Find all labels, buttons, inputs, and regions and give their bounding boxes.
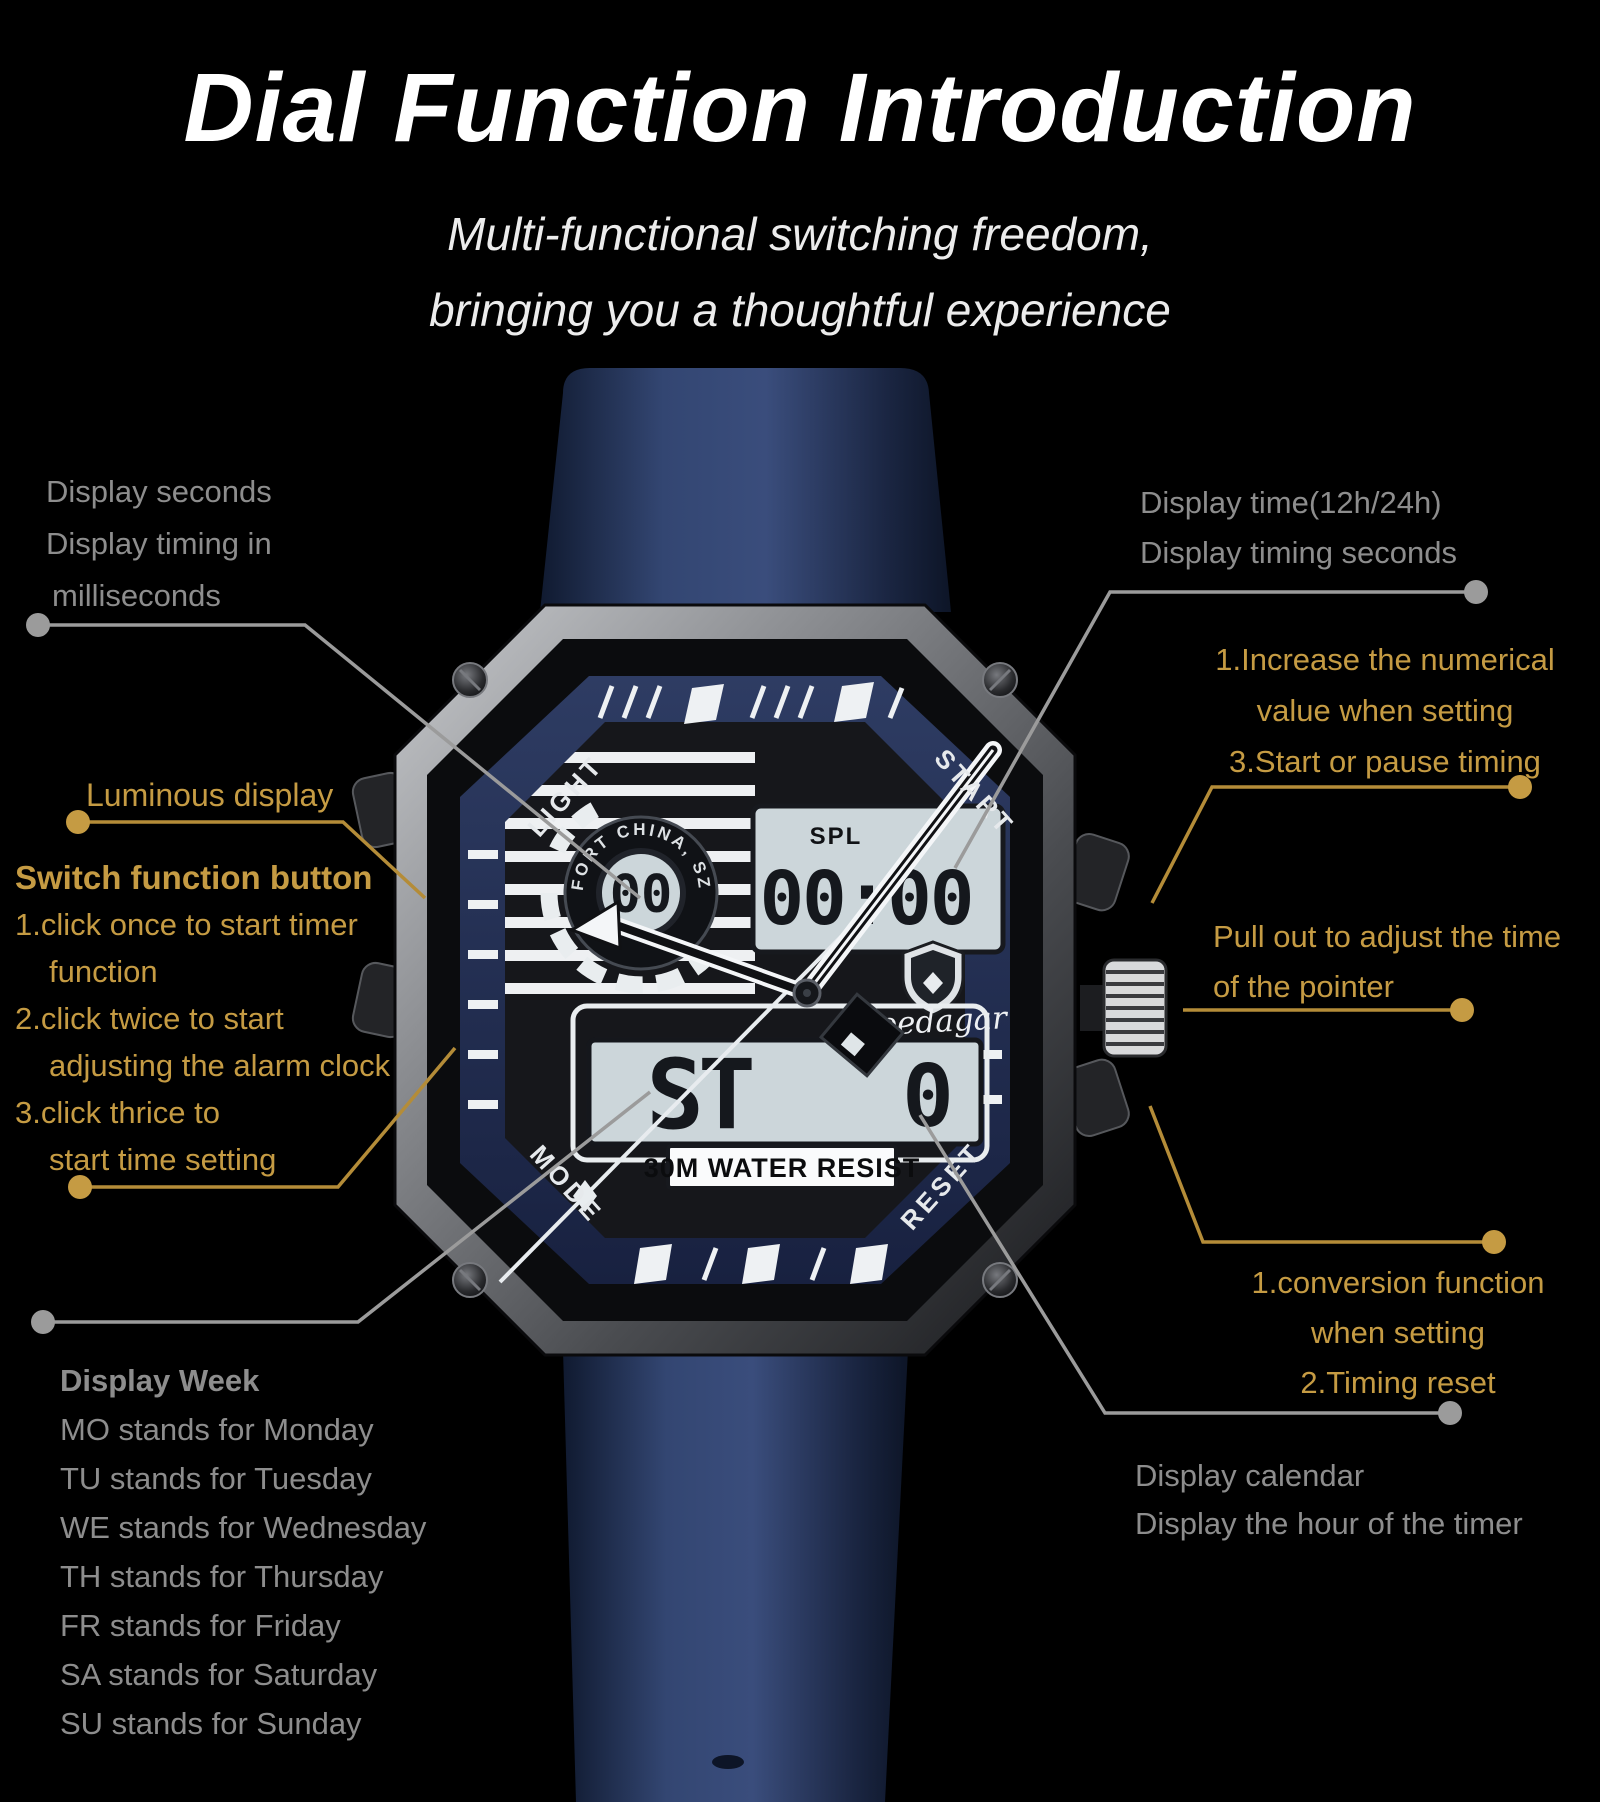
annotation-line: Display seconds: [46, 474, 272, 509]
hour-hand: [798, 741, 1002, 1002]
annotation-line: SU stands for Sunday: [60, 1706, 362, 1741]
annotation-line: 1.Increase the numerical: [1215, 642, 1555, 677]
lower-lcd: ST 0 30M WATER RESIST: [570, 1003, 990, 1190]
annotation-increase-value: 1.Increase the numerical value when sett…: [1185, 634, 1585, 787]
callout-line-luminous: [78, 820, 427, 900]
annotation-pull-out-crown: Pull out to adjust the time of the point…: [1213, 912, 1561, 1012]
annotation-line: when setting: [1310, 1315, 1486, 1350]
second-hand: [498, 878, 899, 1284]
annotation-line: TU stands for Tuesday: [60, 1461, 372, 1496]
callout-line-increase-value: [1150, 785, 1520, 904]
subtitle-line-1: Multi-functional switching freedom,: [447, 208, 1153, 260]
subtitle: Multi-functional switching freedom, brin…: [0, 196, 1600, 348]
watch-hands: [498, 741, 1002, 1284]
annotation-line: 1.click once to start timer: [15, 907, 358, 942]
annotation-line: value when setting: [1256, 693, 1514, 728]
annotation-line: 2.click twice to start: [15, 1001, 284, 1036]
minute-hand: [568, 899, 815, 1001]
strap-hole: [712, 1755, 744, 1769]
annotation-line: 3.click thrice to: [15, 1095, 221, 1130]
annotation-luminous-display: Luminous display: [86, 770, 333, 820]
callout-line-display-seconds: [38, 623, 642, 900]
crown: [1080, 958, 1168, 1058]
annotation-line: Display timing in: [46, 526, 272, 561]
subtitle-line-2: bringing you a thoughtful experience: [429, 284, 1171, 336]
watch-buttons: [351, 771, 1168, 1137]
annotation-line: TH stands for Thursday: [60, 1559, 384, 1594]
annotation-line: adjusting the alarm clock: [49, 1048, 391, 1083]
annotation-line: SA stands for Saturday: [60, 1657, 378, 1692]
lcd-timer-hour-value: 0: [902, 1047, 954, 1147]
annotation-line: 3.Start or pause timing: [1229, 744, 1541, 779]
annotation-display-calendar: Display calendar Display the hour of the…: [1135, 1452, 1523, 1548]
annotation-line: FR stands for Friday: [60, 1608, 341, 1643]
lcd-top-label: SPL: [810, 823, 863, 850]
annotation-title: Display Week: [60, 1363, 260, 1398]
annotation-line: 2.Timing reset: [1300, 1365, 1496, 1400]
watch-strap-top: [540, 368, 951, 612]
annotation-switch-function: Switch function button 1.click once to s…: [15, 854, 390, 1183]
callout-line-display-calendar: [918, 1114, 1450, 1415]
hand-ornament: [818, 992, 906, 1078]
annotation-display-week: Display Week MO stands for Monday TU sta…: [60, 1356, 426, 1748]
annotation-line: 1.conversion function: [1251, 1265, 1545, 1300]
water-resist-badge: 30M WATER RESIST: [644, 1144, 921, 1190]
annotation-line: Display time(12h/24h): [1140, 485, 1442, 520]
annotation-line: function: [49, 954, 158, 989]
annotation-line: MO stands for Monday: [60, 1412, 374, 1447]
main-lcd: SPL 00:00: [750, 803, 1006, 955]
callout-line-display-week: [43, 1090, 652, 1324]
callout-line-conversion: [1148, 1105, 1494, 1244]
annotation-line: Display calendar: [1135, 1458, 1365, 1493]
annotation-title: Switch function button: [15, 859, 373, 896]
water-resist-label: 30M WATER RESIST: [644, 1153, 921, 1183]
annotation-line: of the pointer: [1213, 969, 1394, 1004]
annotation-line: milliseconds: [52, 578, 221, 613]
annotation-display-seconds: Display seconds Display timing in millis…: [46, 466, 272, 622]
watch-strap-bottom: [563, 1350, 908, 1802]
annotation-conversion: 1.conversion function when setting 2.Tim…: [1198, 1258, 1598, 1408]
annotation-display-time: Display time(12h/24h) Display timing sec…: [1140, 478, 1457, 578]
annotation-line: WE stands for Wednesday: [60, 1510, 427, 1545]
callout-line-switch-function: [80, 1046, 457, 1189]
case-screws: [452, 662, 1018, 1298]
page-title: Dial Function Introduction: [183, 53, 1417, 162]
callout-line-display-time: [953, 590, 1476, 869]
annotation-line: start time setting: [49, 1142, 277, 1177]
annotation-line: Display the hour of the timer: [1135, 1506, 1523, 1541]
annotation-line: Display timing seconds: [1140, 535, 1458, 570]
annotation-line: Pull out to adjust the time: [1213, 919, 1562, 954]
lcd-day-value: ST: [646, 1039, 752, 1151]
bezel-ticks: [468, 682, 1002, 1284]
callout-lines: [26, 580, 1532, 1425]
annotation-line: Luminous display: [86, 777, 334, 813]
subdial-value: 00: [610, 865, 673, 925]
